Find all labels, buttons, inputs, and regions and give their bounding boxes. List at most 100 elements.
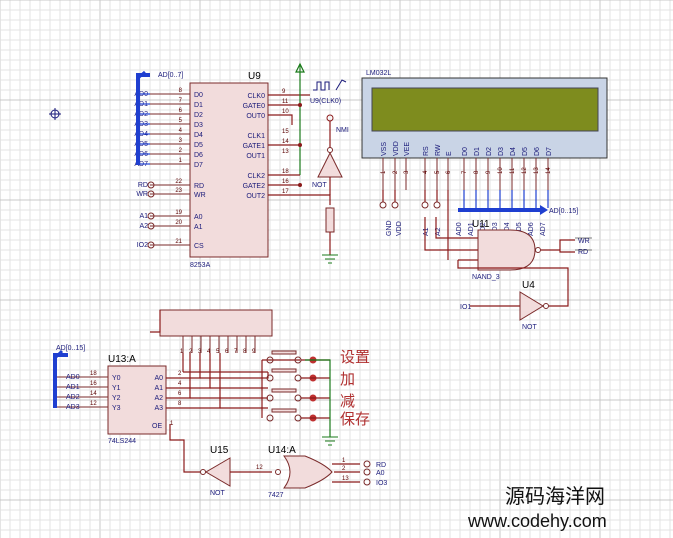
lcd-pin-name: RS: [423, 146, 430, 156]
net-terminal: [379, 201, 387, 209]
u14-pin-num: 13: [342, 476, 349, 482]
connector-pin-num: 7: [234, 349, 238, 355]
watermark-cn: 源码海洋网: [505, 485, 605, 508]
lcd-pin-num: 11: [510, 167, 516, 174]
lcd-pin-num: 12: [522, 167, 528, 174]
lcd-pins: VSS1VDD2VEE3RS4RW5E6D07D18D29D310D411D51…: [379, 141, 553, 260]
connector-pin-num: 4: [207, 349, 211, 355]
net-terminal: [391, 201, 399, 209]
u9-pin-name: D2: [194, 112, 203, 119]
connector-pin-num: 3: [198, 349, 202, 355]
key-wiring: [166, 353, 300, 418]
u13-pin-name: Y2: [112, 395, 121, 402]
u9-pin-num: 18: [282, 169, 289, 175]
lcd-pin-num: 8: [474, 170, 480, 174]
lcd-pin-num: 6: [446, 170, 452, 174]
push-buttons[interactable]: [266, 350, 330, 422]
u9-pin-num: 20: [175, 220, 182, 226]
lcd-net-label: VDD: [396, 221, 403, 236]
key-label-add: 加: [340, 371, 355, 388]
lcd-net-label: AD7: [540, 222, 547, 236]
u9-left-pins: 8D0AD07D1AD16D2AD25D3AD34D4AD43D5AD52D6A…: [134, 88, 205, 250]
u13-pin-num: 2: [178, 371, 182, 377]
u11-nand3[interactable]: U11 NAND_3 WR RD: [424, 217, 592, 281]
u13-pin-num: 16: [90, 381, 97, 387]
u9-pin-name: OUT0: [246, 113, 265, 120]
u13-net-label: AD3: [66, 404, 80, 411]
lcd-pin-num: 14: [546, 167, 552, 174]
u13-pin-name: A1: [154, 385, 163, 392]
lcd-pin-num: 2: [393, 170, 399, 174]
lcd-pin-name: VEE: [404, 142, 411, 156]
u9-ref: U9: [248, 71, 261, 82]
u9-pin-num: 13: [282, 149, 289, 155]
bus-ad-0-15-top: AD[0..15]: [458, 205, 578, 215]
u13-oe: OE: [152, 423, 162, 430]
net-terminal: [147, 222, 155, 230]
lcd-pin-num: 4: [423, 170, 429, 174]
u11-out-wr: WR: [578, 238, 590, 245]
u9-pin-name: A1: [194, 224, 203, 231]
u14-pin-num: 1: [342, 458, 346, 464]
lcd-lm032l[interactable]: LM032L VSS1VDD2VEE3RS4RW5E6D07D18D29D310…: [361, 70, 608, 260]
u9-pin-name: D4: [194, 132, 203, 139]
bus-label-ad015-top: AD[0..15]: [549, 208, 578, 215]
nmi-not-gate[interactable]: NMI NOT: [312, 114, 349, 264]
u14-pin-num: 2: [342, 466, 346, 472]
net-terminal: [363, 478, 371, 486]
clock-generator[interactable]: U9(CLK0): [310, 79, 347, 105]
lcd-pin-name: E: [446, 151, 453, 156]
u9-pin-num: 22: [175, 179, 182, 185]
net-terminal: [147, 241, 155, 249]
u9-pin-num: 16: [282, 179, 289, 185]
u9-pin-name: GATE1: [243, 143, 266, 150]
u4-ref: U4: [522, 280, 535, 291]
u13-pin-num: 12: [90, 401, 97, 407]
connector-pin-num: 2: [189, 349, 193, 355]
u9-pin-num: 5: [179, 118, 183, 124]
u14-ref: U14:A: [268, 445, 296, 456]
u9-pin-num: 21: [175, 239, 182, 245]
switch-contact: [266, 414, 274, 422]
lcd-pin-name: D2: [486, 147, 493, 156]
lcd-pin-num: 3: [404, 170, 410, 174]
u13-pin-name: Y1: [112, 385, 121, 392]
lcd-net-label: AD2: [480, 222, 487, 236]
u9-pin-num: 4: [179, 128, 183, 134]
nmi-label: NMI: [336, 127, 349, 134]
lcd-net-label: A1: [423, 227, 430, 236]
bus-label-ad015-left: AD[0..15]: [56, 345, 85, 352]
u15-part: NOT: [210, 490, 226, 497]
lcd-pin-name: D7: [546, 147, 553, 156]
u9-pin-name: WR: [194, 192, 206, 199]
u9-pin-name: CS: [194, 243, 204, 250]
u9-pin-name: D6: [194, 152, 203, 159]
lcd-net-label: AD3: [492, 222, 499, 236]
u4-not[interactable]: U4 NOT IO1: [460, 267, 569, 331]
u9-pin-name: D1: [194, 102, 203, 109]
u9-net-label: A2: [139, 223, 148, 230]
u9-part: 8253A: [190, 262, 211, 269]
lcd-net-label: GND: [386, 220, 393, 236]
u9-pin-name: OUT1: [246, 153, 265, 160]
u13-pin-num: 8: [178, 401, 182, 407]
switch-actuator: [271, 408, 297, 413]
u9-pin-name: RD: [194, 183, 204, 190]
u9-pin-num: 15: [282, 129, 289, 135]
u4-input: IO1: [460, 304, 471, 311]
switch-contact: [266, 374, 274, 382]
u15-not[interactable]: U15 NOT: [169, 424, 272, 497]
u9-8253a[interactable]: U9 8253A 8D0AD07D1AD16D2AD25D3AD34D4AD43…: [134, 71, 289, 269]
u11-part: NAND_3: [472, 274, 500, 281]
watermark-url: www.codehy.com: [467, 511, 607, 531]
u9-pin-name: D3: [194, 122, 203, 129]
lcd-net-label: AD4: [504, 222, 511, 236]
switch-ground-rail: [305, 359, 338, 446]
u14-part: 7427: [268, 492, 284, 499]
u13-pin-num: 4: [178, 381, 182, 387]
lcd-pin-num: 7: [462, 170, 468, 174]
